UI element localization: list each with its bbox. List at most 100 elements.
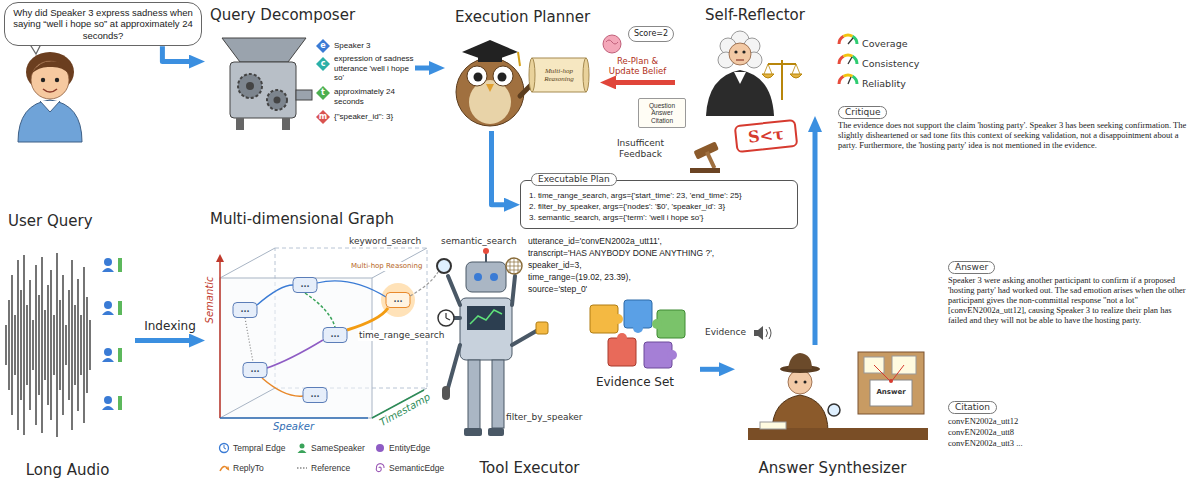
evidence-speaker-icon — [754, 326, 771, 340]
gauge-icons — [844, 55, 853, 56]
legend-text: Tempral Edge — [233, 442, 285, 454]
flow-arrow — [415, 66, 431, 71]
threshold-stamp: S<τ — [734, 119, 799, 153]
legend-item: ReplyTo — [218, 462, 264, 474]
evidence-tag: Evidence — [705, 326, 746, 338]
metric-label: Reliablity — [862, 78, 906, 90]
decomposer-machine — [296, 90, 312, 100]
citation-text: convEN2002a_utt12 convEN2002a_utt8 convE… — [948, 416, 1048, 448]
flow-arrow — [700, 367, 721, 372]
score-bubble: Score=2 — [628, 26, 674, 42]
judge-figure — [706, 70, 774, 116]
judge-figure — [734, 50, 737, 53]
graph-edges — [317, 281, 386, 297]
evidence-set-panel: Evidence Set — [570, 298, 700, 393]
graph-edges — [257, 285, 293, 305]
puzzle-pieces — [617, 333, 627, 343]
tag-pill: Critique — [838, 106, 887, 119]
legend-icon — [376, 464, 384, 472]
axis-label: Timestamp — [377, 391, 434, 430]
gauge-icons — [853, 56, 858, 64]
decomposer-machine — [282, 118, 290, 130]
tag-pill: Answer — [948, 261, 995, 274]
metric-label: Consistency — [862, 58, 919, 70]
robot-figure — [492, 360, 504, 428]
legend-item: SemanticEdge — [374, 462, 444, 474]
answer-text: Speaker 3 were asking another participan… — [948, 276, 1190, 326]
legend-text: ReplyTo — [233, 462, 264, 474]
puzzle-pieces — [590, 300, 685, 368]
evidence-field: utterance_id='convEN2002a_utt11', — [528, 236, 662, 246]
speaker-markers — [104, 258, 112, 266]
critique-card: CritiqueThe evidence does not support th… — [838, 100, 1188, 151]
robot-figure — [490, 273, 498, 281]
legend-text: SameSpeaker — [311, 442, 365, 454]
utterance-dots: ... — [243, 364, 267, 376]
detective-figure — [788, 353, 812, 369]
legend-icon — [374, 442, 386, 454]
utterance-dots: ... — [386, 294, 410, 306]
brain-icon — [606, 40, 618, 44]
legend-icon — [374, 462, 386, 474]
utterance-dots: ... — [303, 389, 327, 401]
tool-icons — [442, 386, 450, 400]
legend-icon — [220, 444, 229, 453]
tool-icons — [446, 313, 450, 320]
detective-figure — [748, 428, 928, 440]
entity-text: Speaker 3 — [334, 41, 414, 51]
audio-panel: Long Audio — [0, 238, 135, 482]
module-title: Answer Synthesizer — [759, 457, 907, 477]
robot-figure — [466, 262, 506, 292]
robot-figure — [485, 253, 487, 262]
legend-text: EntityEdge — [389, 442, 430, 454]
legend-item: Reference — [296, 462, 350, 474]
judge-figure — [736, 59, 744, 60]
evidence-field: transcript='HAS ANYBODY DONE ANYTHING ?'… — [528, 248, 714, 258]
metric-label: Coverage — [862, 38, 908, 50]
feedback-note: Insufficent Feedback — [603, 138, 678, 160]
legend-icon — [226, 467, 229, 470]
speaker-markers — [102, 258, 122, 410]
judge-figure — [768, 63, 796, 65]
robot-figure — [483, 248, 489, 254]
highlight-note: Multi-hop Reasoning — [350, 262, 423, 271]
gauge-icons — [839, 76, 844, 84]
gem-letter: m — [318, 112, 328, 122]
decomposer-machine — [222, 38, 312, 130]
user-figure — [40, 101, 60, 112]
tag-pill: Citation — [948, 401, 997, 414]
module-panel: Tool Executor — [462, 450, 597, 480]
user-figure — [55, 78, 59, 82]
entity-text: approximately 24 seconds — [334, 87, 414, 106]
speaker-markers — [102, 268, 114, 272]
legend-text: SemanticEdge — [389, 462, 444, 474]
gem-letter: t — [318, 88, 328, 98]
user-figure — [31, 61, 69, 99]
robot-figure — [488, 428, 504, 436]
user-figure — [18, 38, 82, 142]
gauge-icons — [839, 56, 844, 64]
graph-utterance-icons — [386, 293, 410, 308]
graph-utterance-icons — [233, 303, 257, 318]
utterance-dots: ... — [293, 279, 317, 291]
speaker-markers — [104, 348, 112, 356]
graph-utterance-icons — [303, 388, 327, 403]
evidence-field: speaker_id=3, — [528, 260, 582, 270]
gauge-icons — [844, 35, 853, 36]
judge-figure — [734, 72, 746, 84]
module-title: Query Decomposer — [205, 4, 355, 24]
gem-icons — [316, 86, 330, 100]
gavel-icon — [690, 168, 720, 173]
tool-icons — [438, 310, 454, 326]
legend-item: Tempral Edge — [218, 442, 285, 454]
detective-figure — [804, 381, 807, 384]
decomposer-machine — [267, 90, 287, 110]
user-figure — [43, 89, 57, 92]
document-card: Question Answer Citation — [638, 98, 686, 128]
flow-arrow — [813, 130, 818, 345]
module-panel: Answer Synthesizer — [735, 345, 930, 480]
owl-planner — [486, 84, 494, 92]
flow-arrow — [135, 338, 191, 343]
decomposer-machine — [230, 62, 296, 118]
owl-planner — [583, 58, 589, 92]
